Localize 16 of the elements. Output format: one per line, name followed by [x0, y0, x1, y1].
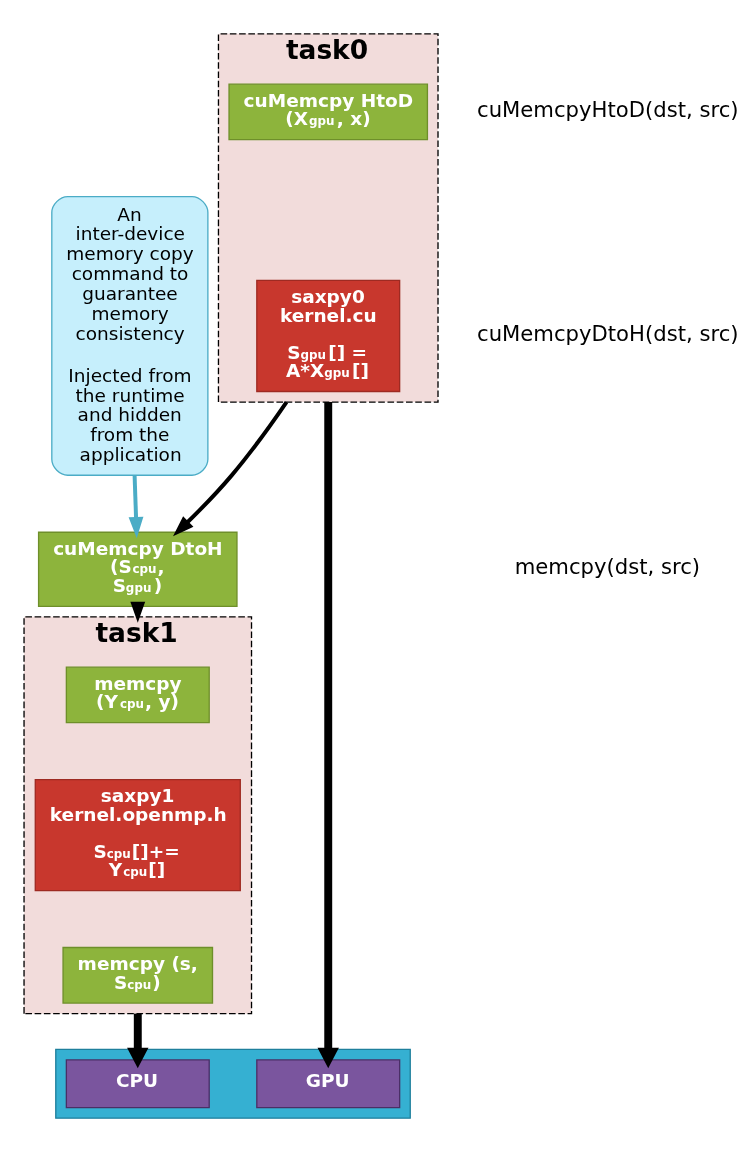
label: cuMemcpyDtoH(dst, src)	[477, 320, 739, 346]
arrow	[317, 401, 339, 1068]
arrow	[130, 601, 146, 623]
arrow	[127, 1013, 149, 1068]
node-box: saxpy1 kernel.openmp.h Scpu[]+= Ycpu[]	[34, 778, 241, 891]
arrow	[173, 400, 289, 536]
node-box: CPU	[65, 1058, 210, 1108]
label: cuMemcpyHtoD(dst, src)	[477, 96, 739, 122]
node-box: cuMemcpy HtoD (Xgpu, x)	[228, 82, 429, 140]
node-box: memcpy (s, Scpu)	[62, 946, 214, 1004]
label: memcpy(dst, src)	[514, 553, 701, 579]
node-box: saxpy0 kernel.cu Sgpu[] = A*Xgpu[]	[256, 279, 401, 392]
node-box: memcpy (Ycpu, y)	[65, 665, 210, 723]
node-box: GPU	[256, 1058, 401, 1108]
arrow	[128, 474, 144, 538]
node-box: An inter-device memory copy command to guarantee memory consistency Injected from the runtime and hidden from the application	[51, 195, 209, 476]
